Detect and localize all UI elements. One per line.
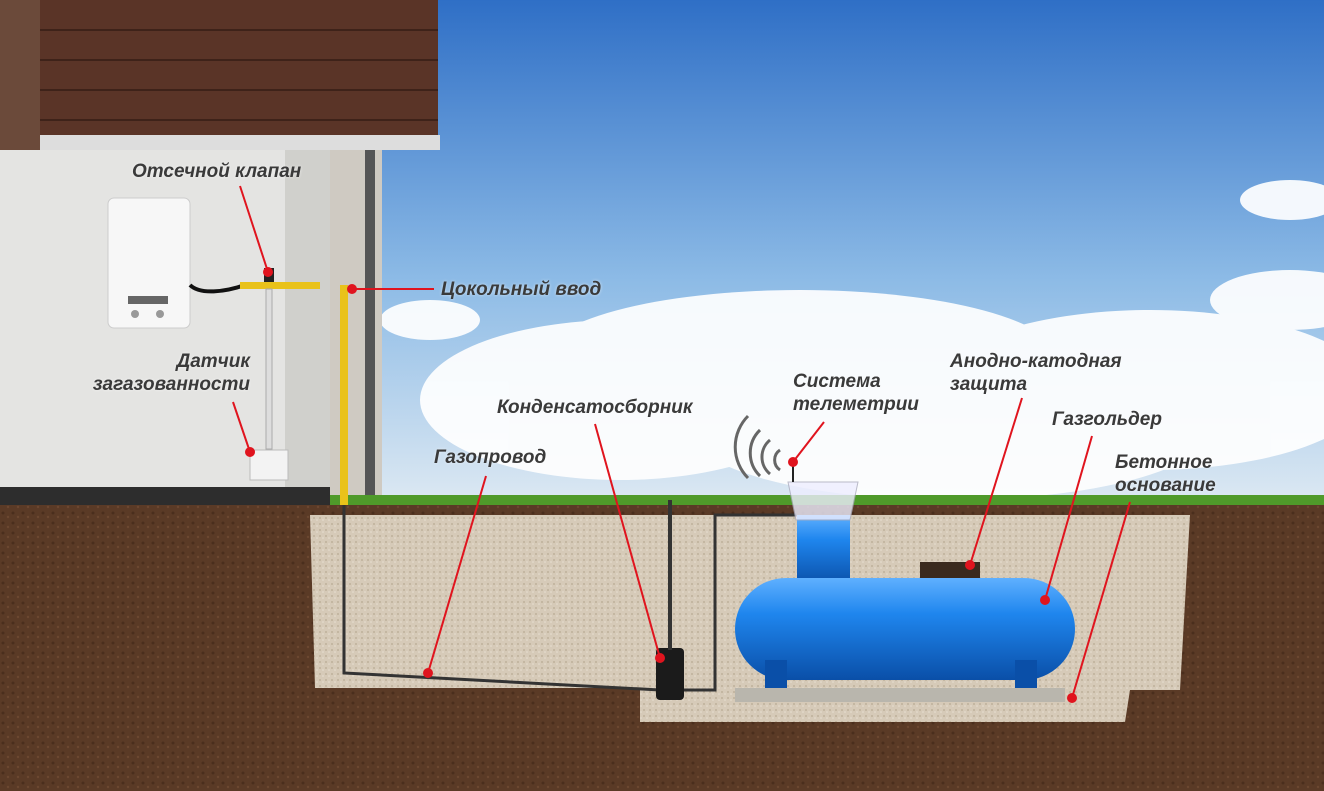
label-line: Анодно-катодная bbox=[950, 351, 1122, 372]
downpipe bbox=[365, 140, 375, 495]
label-shutoff-valve: Отсечной клапан bbox=[132, 161, 302, 182]
label-line: Система bbox=[793, 371, 881, 392]
anode-cathode bbox=[920, 562, 980, 578]
plinth bbox=[0, 487, 330, 505]
label-line: защита bbox=[950, 374, 1028, 395]
label-gas-sensor: Датчик загазованности bbox=[70, 350, 250, 396]
label-line: Бетонное bbox=[1115, 452, 1213, 473]
label-line: Датчик bbox=[176, 351, 251, 372]
label-basement-inlet: Цокольный ввод bbox=[441, 279, 602, 300]
label-condensate-collector: Конденсатосборник bbox=[497, 397, 693, 418]
gas-boiler bbox=[107, 197, 191, 329]
label-gas-holder: Газгольдер bbox=[1052, 409, 1162, 430]
label-line: основание bbox=[1115, 475, 1216, 496]
basement-inlet-pipe bbox=[340, 285, 348, 505]
tank-riser bbox=[797, 515, 850, 585]
gas-pipeline bbox=[342, 505, 661, 692]
gas-holder-tank bbox=[735, 578, 1075, 680]
signal-waves-icon bbox=[733, 414, 781, 480]
clouds bbox=[380, 180, 1324, 500]
label-line: загазованности bbox=[92, 374, 250, 395]
telemetry-dome bbox=[787, 481, 859, 521]
label-cathodic-protection: Анодно-катодная защита bbox=[950, 350, 1122, 396]
roof-tiles bbox=[40, 29, 438, 121]
label-line: телеметрии bbox=[793, 394, 919, 415]
label-gas-pipeline: Газопровод bbox=[434, 447, 547, 468]
label-concrete-base: Бетонное основание bbox=[1115, 451, 1216, 497]
leader-lines bbox=[232, 185, 1131, 703]
roof bbox=[40, 0, 438, 135]
label-telemetry: Система телеметрии bbox=[793, 370, 919, 416]
upper-wall bbox=[0, 0, 40, 150]
concrete-base bbox=[735, 688, 1065, 702]
yellow-gas-pipe bbox=[240, 282, 320, 289]
gas-sensor bbox=[249, 449, 289, 481]
